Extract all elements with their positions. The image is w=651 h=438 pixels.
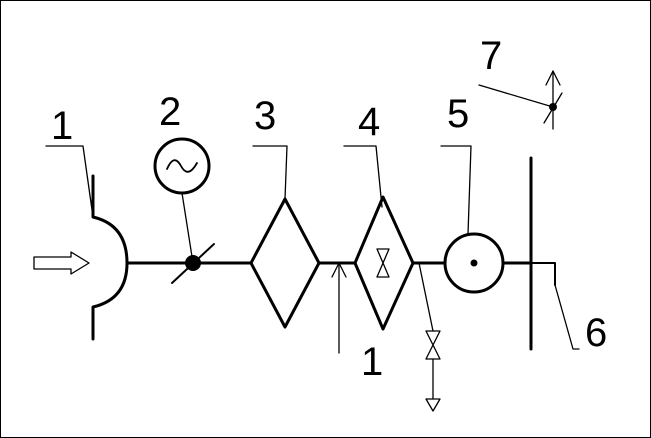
label-bar-6: 6 bbox=[585, 311, 607, 355]
sine-generator-icon bbox=[153, 137, 211, 264]
drain-branch bbox=[418, 262, 441, 412]
bus-bar-icon bbox=[529, 156, 556, 351]
label-block-4: 4 bbox=[358, 100, 380, 144]
junction-1-arrow-icon bbox=[331, 262, 347, 354]
valve-icon bbox=[376, 248, 390, 278]
label-generator-2: 2 bbox=[159, 90, 181, 134]
block-4-diamond bbox=[353, 195, 415, 331]
inlet-cup-icon bbox=[91, 174, 129, 341]
valve-icon bbox=[425, 330, 441, 360]
junction-node bbox=[171, 243, 215, 284]
leader-lines bbox=[45, 84, 580, 350]
label-input-1: 1 bbox=[51, 104, 73, 148]
circle-dot-icon bbox=[443, 232, 505, 294]
block-3-diamond bbox=[249, 197, 321, 329]
branch-arrow-icon bbox=[543, 70, 563, 130]
label-block-3: 3 bbox=[254, 94, 276, 138]
label-detail-7: 7 bbox=[480, 34, 502, 78]
label-junction-1: 1 bbox=[361, 340, 383, 384]
label-block-5: 5 bbox=[447, 92, 469, 136]
input-arrow-icon bbox=[33, 251, 90, 275]
arrow-down-icon bbox=[425, 398, 441, 412]
